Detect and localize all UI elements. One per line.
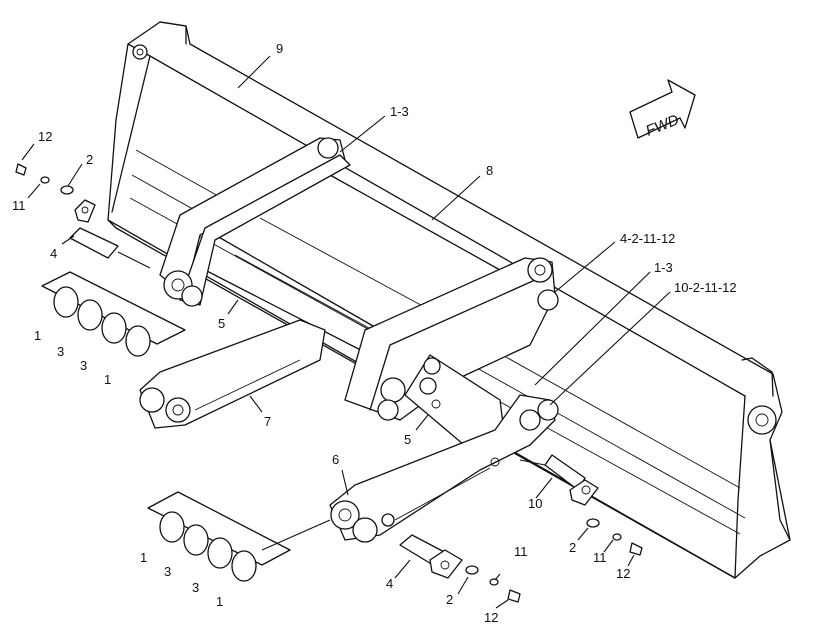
callout-11-top-left: 11 bbox=[12, 198, 26, 213]
callout-3-bottom-a: 3 bbox=[164, 564, 171, 579]
callout-4-2-11-12: 4-2-11-12 bbox=[620, 231, 675, 246]
callout-9: 9 bbox=[276, 41, 283, 56]
fwd-arrow-icon: FWD bbox=[629, 79, 696, 140]
center-link bbox=[404, 354, 506, 451]
callout-2-top-left: 2 bbox=[86, 152, 93, 167]
callout-12-bottom-right: 12 bbox=[616, 566, 630, 581]
callout-11-bottom-right: 11 bbox=[593, 550, 607, 565]
callout-labels: 9 1-3 8 4-2-11-12 1-3 10-2-11-12 12 2 11… bbox=[12, 41, 737, 625]
callout-1-3-right: 1-3 bbox=[654, 260, 673, 275]
pin-4-bottom-group bbox=[399, 534, 521, 603]
link-6 bbox=[329, 394, 559, 543]
callout-1-3-top: 1-3 bbox=[390, 104, 409, 119]
callout-1-left-a: 1 bbox=[34, 328, 41, 343]
callout-5-low: 5 bbox=[404, 432, 411, 447]
callout-3-bottom-b: 3 bbox=[192, 580, 199, 595]
link-7 bbox=[139, 319, 326, 429]
callout-5-mid: 5 bbox=[218, 316, 225, 331]
callout-11-bottom: 11 bbox=[514, 544, 528, 559]
callout-10-2-11-12: 10-2-11-12 bbox=[674, 280, 737, 295]
callout-6: 6 bbox=[332, 452, 339, 467]
callout-12-bottom: 12 bbox=[484, 610, 498, 625]
callout-2-bottom-right: 2 bbox=[569, 540, 576, 555]
pin-10-group bbox=[519, 454, 643, 556]
callout-1-bottom-b: 1 bbox=[216, 594, 223, 609]
callout-12-top-left: 12 bbox=[38, 129, 52, 144]
leader-lines bbox=[21, 55, 671, 609]
callout-3-left-b: 3 bbox=[80, 358, 87, 373]
pin-4-top-group bbox=[15, 163, 151, 269]
callout-2-bottom: 2 bbox=[446, 592, 453, 607]
callout-1-bottom-a: 1 bbox=[140, 550, 147, 565]
callout-7: 7 bbox=[264, 414, 271, 429]
callout-8: 8 bbox=[486, 163, 493, 178]
left-upper-link bbox=[159, 137, 351, 307]
callout-4-bottom: 4 bbox=[386, 576, 393, 591]
callout-3-left-a: 3 bbox=[57, 344, 64, 359]
callout-1-left-b: 1 bbox=[104, 372, 111, 387]
callout-4-top-left: 4 bbox=[50, 246, 57, 261]
shim-stack-left bbox=[41, 271, 186, 357]
callout-10: 10 bbox=[528, 496, 542, 511]
shim-stack-bottom bbox=[147, 491, 331, 582]
